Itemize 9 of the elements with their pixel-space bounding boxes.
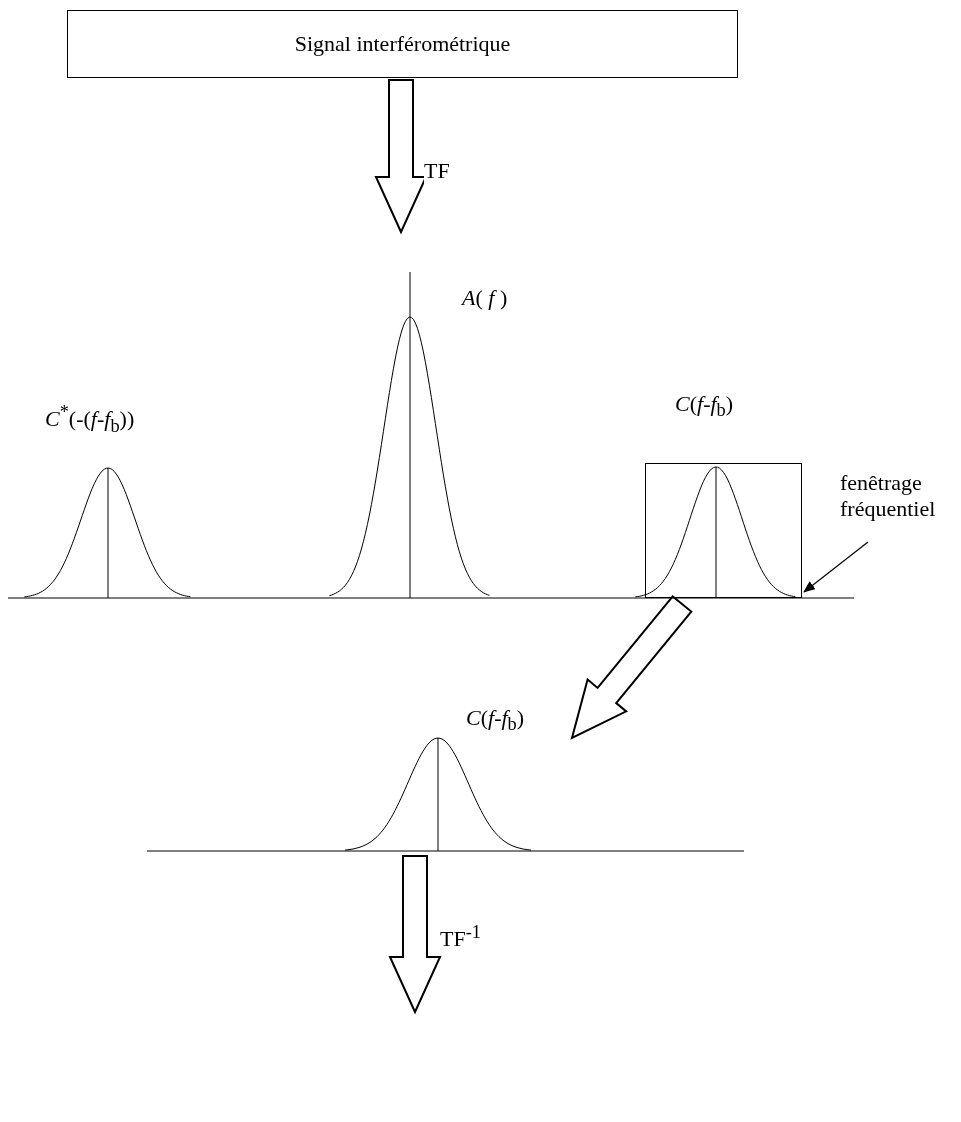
peak-label: A( f ) (462, 285, 508, 312)
peak-label: C(f-f$_{b}$) (675, 391, 734, 423)
peak-label: C(f-f$_{b}$) (466, 705, 525, 737)
block-arrow (570, 595, 693, 740)
block-arrow (388, 855, 442, 1015)
process-box: Signal interférométrique (67, 10, 738, 78)
leader-line (803, 541, 869, 593)
peak-label: C$^{*}$(-(f-f$_{b}$)) (45, 402, 135, 438)
annotation-text: fenêtrage fréquentiel (840, 470, 961, 530)
